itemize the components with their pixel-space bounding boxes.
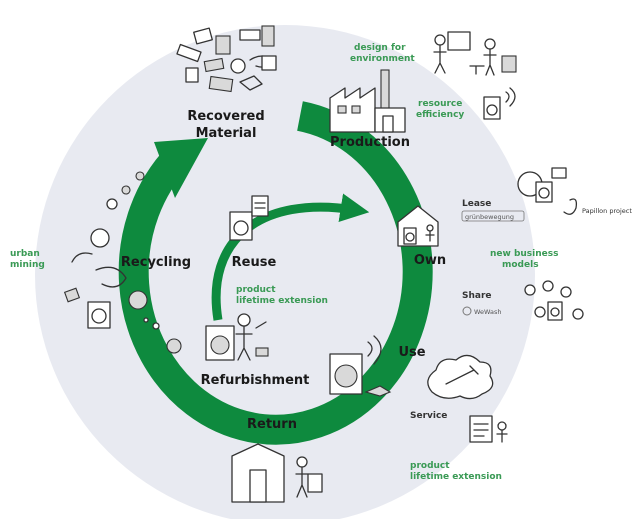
share-brand-dot: [462, 306, 472, 316]
label-own: Own: [414, 253, 446, 268]
label-product-lifetime-inner-2: lifetime extension: [236, 296, 328, 306]
people-sharing-icon: [524, 280, 584, 321]
label-share: Share: [462, 291, 492, 301]
label-design-1: design for: [354, 43, 406, 53]
washing-machine-icon: [483, 87, 516, 120]
document-icon: [469, 415, 508, 443]
label-refurbishment: Refurbishment: [201, 373, 310, 388]
reuse-washing-machine-icon: [229, 195, 269, 241]
label-production: Production: [330, 135, 410, 150]
label-product-lifetime-outer-2: lifetime extension: [410, 472, 502, 482]
label-new-business-1: new business: [490, 249, 558, 259]
label-product-lifetime-outer-1: product: [410, 461, 450, 471]
label-recovered-material-1: Recovered: [187, 109, 264, 124]
main-cycle-arrowhead: [154, 138, 208, 198]
tools-cloud-icon: [427, 354, 494, 400]
gears-icon: [128, 290, 182, 354]
label-recycling: Recycling: [121, 255, 191, 270]
label-return: Return: [247, 417, 297, 432]
label-use: Use: [398, 345, 425, 360]
label-product-lifetime-inner-1: product: [236, 285, 276, 295]
main-cycle-ring: [118, 101, 433, 445]
label-urban-mining-2: mining: [10, 260, 45, 270]
scrap-pile-icon: [176, 25, 277, 93]
label-resource-1: resource: [418, 99, 462, 109]
label-papillon: Papillon project: [582, 207, 632, 215]
lease-brand-box: [461, 210, 525, 222]
urban-mining-icon: [63, 171, 145, 329]
recycling-container-icon: [231, 443, 323, 503]
label-lease-brand: grünbewegung: [465, 213, 514, 221]
use-washing-machine-icon: [329, 335, 392, 397]
label-new-business-2: models: [502, 260, 539, 270]
label-urban-mining-1: urban: [10, 249, 40, 259]
label-lease: Lease: [462, 199, 491, 209]
label-reuse: Reuse: [232, 255, 277, 270]
label-design-2: environment: [350, 54, 415, 64]
repair-person-icon: [205, 313, 269, 361]
label-recovered-material-2: Material: [196, 126, 257, 141]
engineers-icon: [433, 31, 517, 76]
label-share-brand: WeWash: [474, 308, 502, 316]
label-service: Service: [410, 411, 447, 421]
label-resource-2: efficiency: [416, 110, 464, 120]
house-icon: [397, 205, 439, 247]
factory-icon: [329, 69, 406, 133]
lease-icon: [517, 167, 578, 215]
